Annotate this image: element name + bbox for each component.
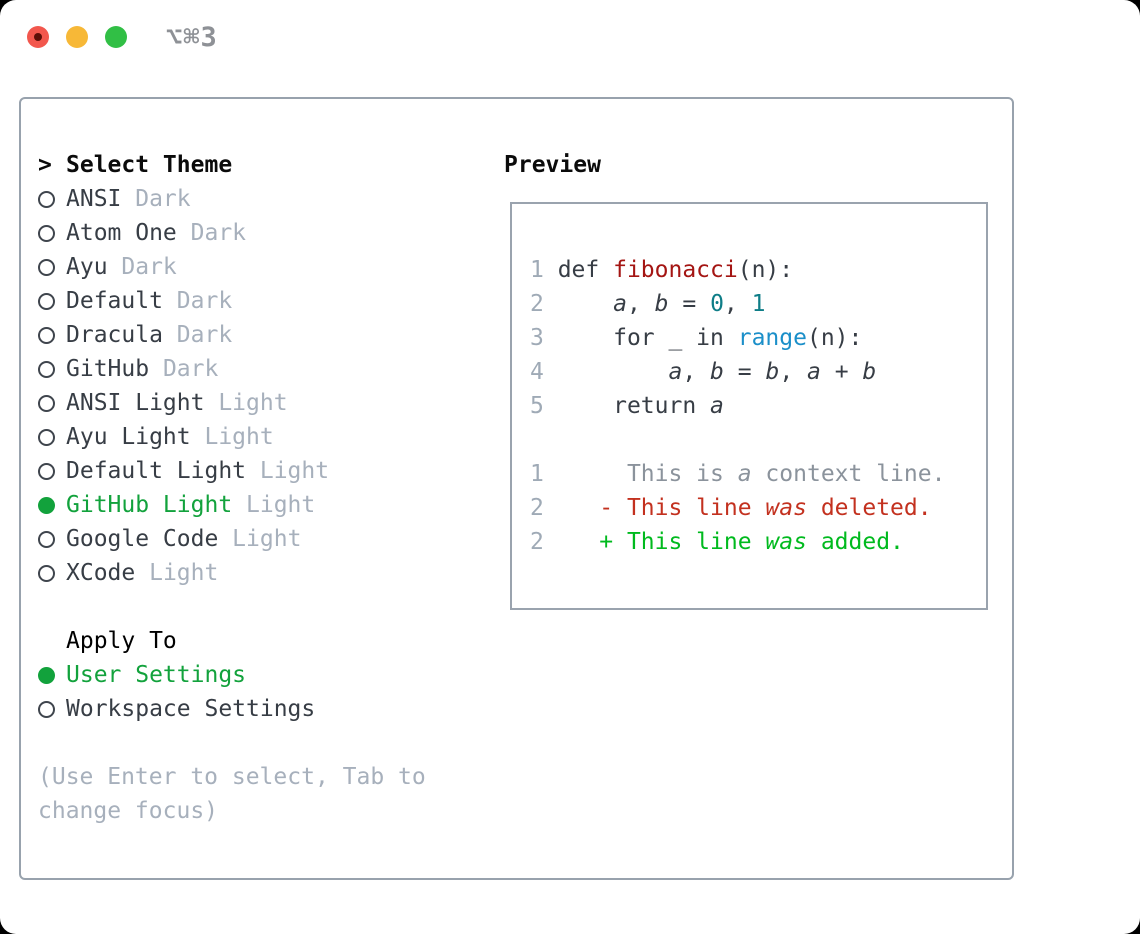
theme-item-xcode[interactable]: XCode Light — [38, 556, 483, 590]
radio-icon — [38, 326, 66, 344]
theme-item-label: ANSI Light — [66, 390, 205, 416]
preview-title: Preview — [504, 152, 601, 178]
apply-to-title: Apply To — [66, 628, 177, 654]
line-number: 3 — [530, 325, 558, 351]
radio-selected-icon — [38, 496, 66, 514]
select-theme-title: Select Theme — [66, 152, 233, 178]
theme-item-label: Default — [66, 288, 163, 314]
line-number: 1 — [530, 461, 558, 487]
preview-diff-line-add: 2 + This line was added. — [530, 529, 904, 555]
hint-line-2: change focus) — [38, 798, 219, 824]
theme-variant-badge: Dark — [149, 356, 219, 382]
zoom-button[interactable] — [105, 26, 127, 48]
close-button[interactable] — [27, 26, 49, 48]
apply-option-label: User Settings — [66, 662, 247, 688]
theme-variant-badge: Light — [218, 526, 302, 552]
apply-option-workspace-settings[interactable]: Workspace Settings — [38, 692, 483, 726]
radio-icon — [38, 530, 66, 548]
theme-variant-badge: Light — [204, 390, 288, 416]
theme-item-label: Default Light — [66, 458, 247, 484]
blank-line — [530, 423, 986, 457]
theme-item-ayu[interactable]: Ayu Dark — [38, 250, 483, 284]
theme-item-ansi-light[interactable]: ANSI Light Light — [38, 386, 483, 420]
radio-icon — [38, 564, 66, 582]
close-button-inner-dot — [34, 33, 42, 41]
preview-code-line: 5 return a — [530, 393, 724, 419]
line-number: 2 — [530, 529, 558, 555]
line-number: 1 — [530, 257, 558, 283]
theme-item-google-code[interactable]: Google Code Light — [38, 522, 483, 556]
prompt-caret-icon: > — [38, 152, 52, 178]
theme-item-label: Dracula — [66, 322, 163, 348]
theme-item-label: Atom One — [66, 220, 177, 246]
theme-item-ansi[interactable]: ANSI Dark — [38, 182, 483, 216]
radio-icon — [38, 224, 66, 242]
theme-variant-badge: Light — [190, 424, 274, 450]
minimize-button[interactable] — [66, 26, 88, 48]
radio-icon — [38, 462, 66, 480]
theme-item-default-light[interactable]: Default Light Light — [38, 454, 483, 488]
theme-item-github[interactable]: GitHub Dark — [38, 352, 483, 386]
radio-icon — [38, 258, 66, 276]
theme-variant-badge: Dark — [107, 254, 177, 280]
window-title-shortcut: ⌥⌘3 — [166, 22, 218, 53]
line-number: 4 — [530, 359, 558, 385]
radio-icon — [38, 394, 66, 412]
apply-to-header: Apply To — [38, 624, 483, 658]
line-number: 2 — [530, 495, 558, 521]
spacer-row — [38, 726, 483, 760]
preview-code-line: 2 a, b = 0, 1 — [530, 291, 766, 317]
theme-variant-badge: Light — [246, 458, 330, 484]
preview-code-line: 4 a, b = b, a + b — [530, 359, 877, 385]
theme-item-ayu-light[interactable]: Ayu Light Light — [38, 420, 483, 454]
apply-option-label: Workspace Settings — [66, 696, 316, 722]
theme-variant-badge: Dark — [162, 322, 233, 348]
theme-item-label: GitHub Light — [66, 492, 233, 518]
titlebar: ⌥⌘3 — [0, 0, 1140, 76]
line-number: 5 — [530, 393, 558, 419]
theme-item-github-light[interactable]: GitHub Light Light — [38, 488, 483, 522]
preview-box: 1 def fibonacci(n): 2 a, b = 0, 1 3 for _ … — [510, 202, 988, 610]
theme-item-atom-one[interactable]: Atom One Dark — [38, 216, 483, 250]
theme-item-label: Ayu Light — [66, 424, 191, 450]
hint-line-1: (Use Enter to select, Tab to — [38, 764, 426, 790]
theme-variant-badge: Dark — [162, 288, 233, 314]
theme-item-label: Ayu — [66, 254, 108, 280]
radio-selected-icon — [38, 666, 66, 684]
preview-code-line: 1 def fibonacci(n): — [530, 257, 794, 283]
line-number: 2 — [530, 291, 558, 317]
spacer-row — [38, 590, 483, 624]
preview-diff-line-del: 2 - This line was deleted. — [530, 495, 932, 521]
theme-item-default[interactable]: Default Dark — [38, 284, 483, 318]
theme-item-label: GitHub — [66, 356, 150, 382]
theme-item-dracula[interactable]: Dracula Dark — [38, 318, 483, 352]
radio-icon — [38, 190, 66, 208]
theme-variant-badge: Dark — [121, 186, 191, 212]
theme-item-label: Google Code — [66, 526, 219, 552]
theme-item-label: XCode — [66, 560, 136, 586]
apply-option-user-settings[interactable]: User Settings — [38, 658, 483, 692]
select-theme-header: > Select Theme — [38, 148, 483, 182]
theme-variant-badge: Dark — [176, 220, 247, 246]
radio-icon — [38, 700, 66, 718]
theme-variant-badge: Light — [135, 560, 219, 586]
preview-diff-line-ctx: 1 This is a context line. — [530, 461, 946, 487]
preview-code-line: 3 for _ in range(n): — [530, 325, 863, 351]
theme-variant-badge: Light — [232, 492, 316, 518]
radio-icon — [38, 360, 66, 378]
theme-item-label: ANSI — [66, 186, 122, 212]
radio-icon — [38, 428, 66, 446]
radio-icon — [38, 292, 66, 310]
